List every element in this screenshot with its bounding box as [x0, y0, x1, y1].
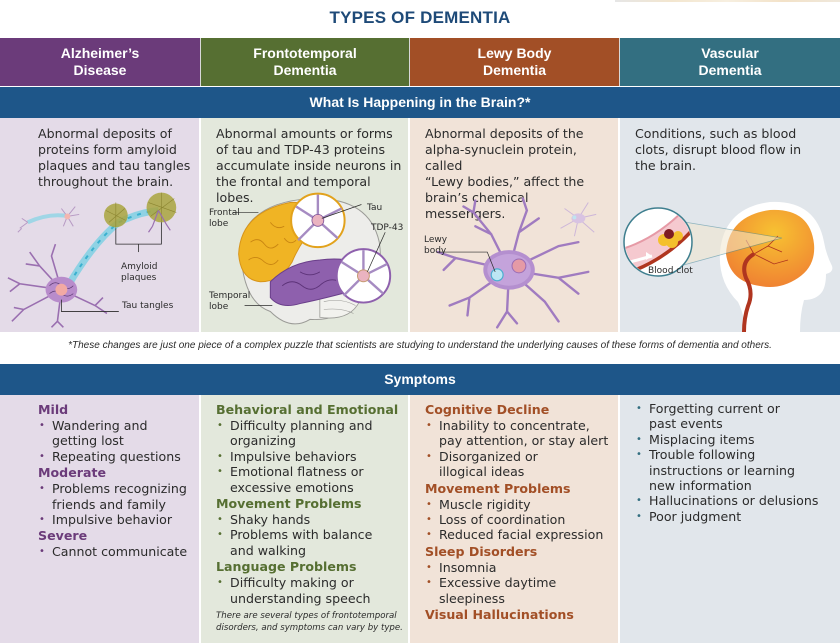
brain-cell-frontotemporal: Abnormal amounts or forms of tau and TDP…: [201, 118, 410, 332]
group-title: Moderate: [38, 465, 107, 481]
brain-cell-alzheimers: Abnormal deposits of proteins form amylo…: [0, 118, 201, 332]
symptoms-section-heading: Symptoms: [0, 364, 840, 395]
group-title: Sleep Disorders: [425, 543, 538, 559]
group-title: Severe: [38, 528, 88, 544]
list-item: Trouble following instructions or learni…: [635, 447, 818, 493]
list-item: Wandering and getting lost: [38, 418, 187, 449]
label-tdp-43: TDP-43: [371, 223, 404, 233]
list-item: Poor judgment: [635, 509, 818, 525]
symptom-list: Cannot communicate: [38, 544, 187, 560]
header-frontotemporal: Frontotemporal Dementia: [201, 38, 410, 86]
list-item: Impulsive behavior: [38, 512, 187, 528]
group-title: Cognitive Decline: [425, 402, 550, 417]
group-title: Language Problems: [216, 559, 357, 575]
footnote: *These changes are just one piece of a c…: [68, 340, 772, 351]
symptoms-vascular: Forgetting current or past events Mispla…: [635, 401, 818, 525]
list-item: Insomnia: [425, 560, 608, 576]
symptom-list: Difficulty planning and organizing Impul…: [216, 418, 403, 495]
label-temporal-lobe: Temporal lobe: [209, 291, 251, 312]
list-item: Hallucinations or delusions: [635, 493, 818, 509]
label-frontal-lobe: Frontal lobe: [209, 208, 240, 229]
brain-lobes-icon: [232, 192, 392, 325]
brain-cell-vascular: Conditions, such as blood clots, disrupt…: [620, 118, 840, 332]
symptoms-cell-frontotemporal: Behavioral and Emotional Difficulty plan…: [201, 395, 410, 643]
list-item: Excessive daytime sleepiness: [425, 575, 608, 606]
symptom-list: Insomnia Excessive daytime sleepiness: [425, 560, 608, 606]
symptoms-cell-alzheimers: Mild Wandering and getting lost Repeatin…: [0, 395, 201, 643]
list-item: Difficulty planning and organizing: [216, 418, 403, 449]
group-title: Mild: [38, 402, 69, 417]
brain-desc-vascular: Conditions, such as blood clots, disrupt…: [635, 126, 802, 173]
header-vascular: Vascular Dementia: [620, 38, 840, 86]
list-item: Muscle rigidity: [425, 497, 608, 513]
symptom-list: Difficulty making or understanding speec…: [216, 575, 403, 606]
list-item: Impulsive behaviors: [216, 449, 403, 465]
symptoms-alzheimers: Mild Wandering and getting lost Repeatin…: [38, 401, 187, 560]
list-item: Problems recognizing friends and family: [38, 481, 187, 512]
label-amyloid-plaques: Amyloid plaques: [121, 262, 158, 283]
decorative-strip: [615, 0, 840, 2]
list-item: Difficulty making or understanding speec…: [216, 575, 403, 606]
brain-cell-lewy-body: Abnormal deposits of the alpha-synuclein…: [410, 118, 620, 332]
neuron-with-amyloid-plaques-icon: [7, 192, 177, 328]
group-title: Visual Hallucinations: [425, 607, 574, 623]
list-item: Forgetting current or past events: [635, 401, 818, 432]
brain-desc-lewy-body: Abnormal deposits of the alpha-synuclein…: [425, 126, 585, 221]
label-tau: Tau: [367, 203, 383, 213]
label-tau-tangles: Tau tangles: [122, 301, 174, 311]
list-item: Disorganized or illogical ideas: [425, 449, 608, 480]
brain-section-row: Abnormal deposits of proteins form amylo…: [0, 118, 840, 332]
head-with-blood-clot-icon: [623, 201, 833, 332]
header-alzheimers: Alzheimer’s Disease: [0, 38, 201, 86]
frontotemporal-note: There are several types of frontotempora…: [216, 611, 403, 634]
list-item: Misplacing items: [635, 432, 818, 448]
symptoms-row: Mild Wandering and getting lost Repeatin…: [0, 395, 840, 643]
label-blood-clot: Blood clot: [648, 266, 693, 276]
group-title: Movement Problems: [216, 496, 362, 512]
column-headers: Alzheimer’s Disease Frontotemporal Demen…: [0, 38, 840, 86]
brain-desc-alzheimers: Abnormal deposits of proteins form amylo…: [38, 126, 191, 189]
list-item: Cannot communicate: [38, 544, 187, 560]
brain-desc-frontotemporal: Abnormal amounts or forms of tau and TDP…: [216, 126, 402, 205]
symptom-list: Inability to concentrate, pay attention,…: [425, 418, 608, 480]
symptom-list: Muscle rigidity Loss of coordination Red…: [425, 497, 608, 544]
brain-section-heading: What Is Happening in the Brain?*: [0, 87, 840, 118]
list-item: Reduced facial expression: [425, 527, 608, 543]
symptom-list: Problems recognizing friends and family …: [38, 481, 187, 528]
header-lewy-body: Lewy Body Dementia: [410, 38, 620, 86]
neuron-with-lewy-body-icon: [436, 197, 597, 329]
symptoms-cell-lewy-body: Cognitive Decline Inability to concentra…: [410, 395, 620, 643]
symptom-list: Wandering and getting lost Repeating que…: [38, 418, 187, 465]
list-item: Shaky hands: [216, 512, 403, 528]
symptom-list: Shaky hands Problems with balance and wa…: [216, 512, 403, 558]
symptoms-frontotemporal: Behavioral and Emotional Difficulty plan…: [216, 401, 403, 634]
page-title: TYPES OF DEMENTIA: [329, 8, 511, 27]
list-item: Problems with balance and walking: [216, 527, 403, 558]
symptoms-lewy-body: Cognitive Decline Inability to concentra…: [425, 401, 608, 623]
list-item: Emotional flatness or excessive emotions: [216, 464, 403, 495]
group-title: Movement Problems: [425, 480, 571, 496]
list-item: Loss of coordination: [425, 512, 608, 528]
symptoms-cell-vascular: Forgetting current or past events Mispla…: [620, 395, 840, 643]
label-lewy-body: Lewy body: [424, 235, 448, 256]
group-title: Behavioral and Emotional: [216, 402, 399, 417]
list-item: Repeating questions: [38, 449, 187, 465]
list-item: Inability to concentrate, pay attention,…: [425, 418, 608, 449]
symptom-list: Forgetting current or past events Mispla…: [635, 401, 818, 525]
